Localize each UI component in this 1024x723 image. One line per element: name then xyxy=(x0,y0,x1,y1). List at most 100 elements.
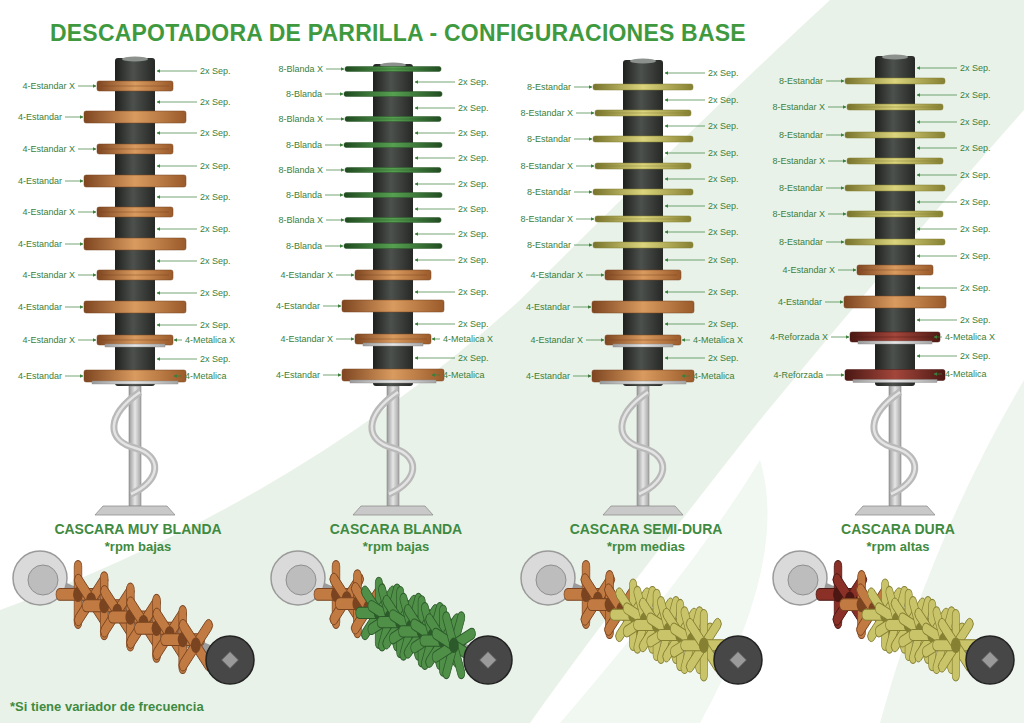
leader-line xyxy=(917,320,957,321)
disc-edge xyxy=(101,340,169,341)
disc xyxy=(84,111,186,123)
leader-line xyxy=(326,69,344,70)
leader-line xyxy=(78,275,96,276)
part-label: 4-Estandar X xyxy=(280,333,333,345)
disc xyxy=(84,370,186,382)
disc xyxy=(342,300,444,312)
leader-line xyxy=(65,181,83,182)
separator-label: 2x Sep. xyxy=(458,152,489,164)
part-label: 8-Estandar xyxy=(779,129,823,141)
part-label: 8-Blanda X xyxy=(278,164,323,176)
leader-line xyxy=(336,275,354,276)
separator-label: 2x Sep. xyxy=(458,127,489,139)
disc xyxy=(595,163,691,169)
leader-line xyxy=(576,113,594,114)
disc xyxy=(345,67,441,72)
part-label: 8-Blanda X xyxy=(278,63,323,75)
disc xyxy=(97,81,173,91)
disc-edge xyxy=(609,275,677,276)
separator-label: 2x Sep. xyxy=(458,178,489,190)
separator-label: 2x Sep. xyxy=(200,319,231,331)
leader-line xyxy=(576,219,594,220)
drive-hub-inner xyxy=(28,565,58,595)
leader-line xyxy=(326,220,344,221)
leader-line xyxy=(917,148,957,149)
part-label: 8-Estandar xyxy=(779,236,823,248)
leader-line xyxy=(157,133,197,134)
disc xyxy=(845,239,945,245)
roller-disc xyxy=(86,563,148,659)
disc xyxy=(97,270,173,280)
metal-disc xyxy=(600,381,686,384)
disc-edge xyxy=(349,220,437,221)
leader-line xyxy=(573,307,591,308)
leader-line xyxy=(326,170,344,171)
part-label: 4-Estandar xyxy=(526,301,570,313)
leader-line xyxy=(576,166,594,167)
rpm-note: *rpm bajas xyxy=(105,539,171,555)
separator-label: 2x Sep. xyxy=(200,160,231,172)
disc-edge xyxy=(101,275,169,276)
leader-line xyxy=(665,153,705,154)
part-label: 8-Estandar X xyxy=(520,213,573,225)
leader-line xyxy=(826,81,844,82)
part-label: 8-Estandar xyxy=(527,239,571,251)
part-label: 4-Metalica X xyxy=(185,334,235,346)
separator-label: 2x Sep. xyxy=(960,282,991,294)
separator-label: 2x Sep. xyxy=(708,318,739,330)
leader-line xyxy=(574,245,592,246)
rpm-note: *rpm bajas xyxy=(363,539,429,555)
part-label: 4-Estandar X xyxy=(280,269,333,281)
leader-line xyxy=(682,376,690,377)
disc xyxy=(344,92,442,97)
roller-assembly xyxy=(521,551,762,687)
disc xyxy=(345,168,441,173)
leader-line xyxy=(586,275,604,276)
separator-label: 2x Sep. xyxy=(708,286,739,298)
separator-label: 2x Sep. xyxy=(708,147,739,159)
disc-edge xyxy=(851,214,939,215)
leader-line xyxy=(826,375,844,376)
separator-label: 2x Sep. xyxy=(200,127,231,139)
part-label: 4-Metalica xyxy=(443,369,485,381)
separator-label: 2x Sep. xyxy=(960,169,991,181)
roller-disc xyxy=(402,589,462,682)
part-label: 4-Metalica xyxy=(945,368,987,380)
disc-edge xyxy=(609,340,677,341)
roller-assembly xyxy=(13,551,254,693)
leader-line xyxy=(665,358,705,359)
leader-line xyxy=(157,261,197,262)
part-label: 8-Estandar xyxy=(779,75,823,87)
part-label: 4-Estandar xyxy=(526,370,570,382)
leader-line xyxy=(157,102,197,103)
leader-line xyxy=(415,133,455,134)
stand-base xyxy=(603,506,683,515)
disc-edge xyxy=(851,161,939,162)
part-label: 4-Metalica xyxy=(693,370,735,382)
leader-line xyxy=(826,242,844,243)
roller-disc xyxy=(816,560,860,628)
background-swoosh xyxy=(560,460,768,723)
part-label: 8-Estandar xyxy=(527,186,571,198)
stand-base xyxy=(855,506,935,515)
disc-edge xyxy=(599,113,687,114)
disc-edge xyxy=(101,86,169,87)
disc-edge xyxy=(854,337,936,338)
disc xyxy=(847,158,943,164)
leader-line xyxy=(917,202,957,203)
leader-line xyxy=(432,339,440,340)
square-bore xyxy=(730,652,747,669)
separator-label: 2x Sep. xyxy=(458,352,489,364)
spiral-highlight xyxy=(874,392,915,494)
leader-line xyxy=(934,337,942,338)
drive-hub-inner xyxy=(536,565,566,595)
roller-disc xyxy=(112,575,174,671)
roller-disc xyxy=(56,560,100,628)
separator-label: 2x Sep. xyxy=(708,352,739,364)
metal-disc xyxy=(105,344,165,347)
separator-label: 2x Sep. xyxy=(708,94,739,106)
metal-disc xyxy=(613,344,673,347)
disc xyxy=(847,211,943,217)
metal-disc xyxy=(363,343,423,346)
disc-edge xyxy=(359,339,427,340)
